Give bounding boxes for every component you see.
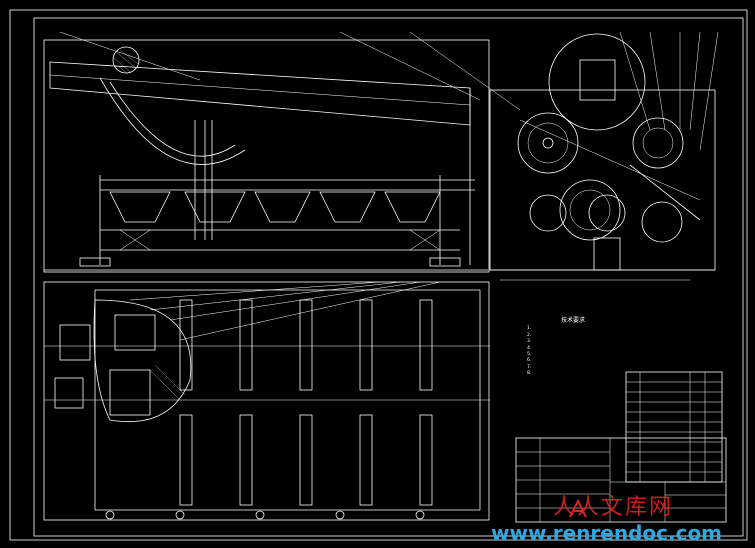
note-item: 2. (527, 332, 532, 338)
watermark-chinese: 人人文库网 (553, 495, 674, 520)
watermark-logo-icon (569, 498, 587, 518)
plan-view (43, 281, 490, 521)
note-item: 6. (527, 358, 532, 364)
note-item: 1. (527, 326, 532, 332)
technical-notes: 技术要求 1. 2. 3. 4. 5. 6. 7. 8. (527, 317, 619, 378)
parts-table (515, 371, 727, 523)
note-item: 5. (527, 352, 532, 358)
note-item: 3. (527, 339, 532, 345)
drive-view (489, 31, 719, 281)
elevation-view (43, 31, 521, 273)
watermark-url: www.renrendoc.com (491, 521, 723, 545)
note-item: 4. (527, 345, 532, 351)
notes-title: 技术要求 (560, 317, 585, 324)
note-item: 8. (527, 371, 532, 377)
inner-border (33, 17, 744, 537)
note-item: 7. (527, 364, 532, 370)
outer-border (9, 9, 748, 541)
